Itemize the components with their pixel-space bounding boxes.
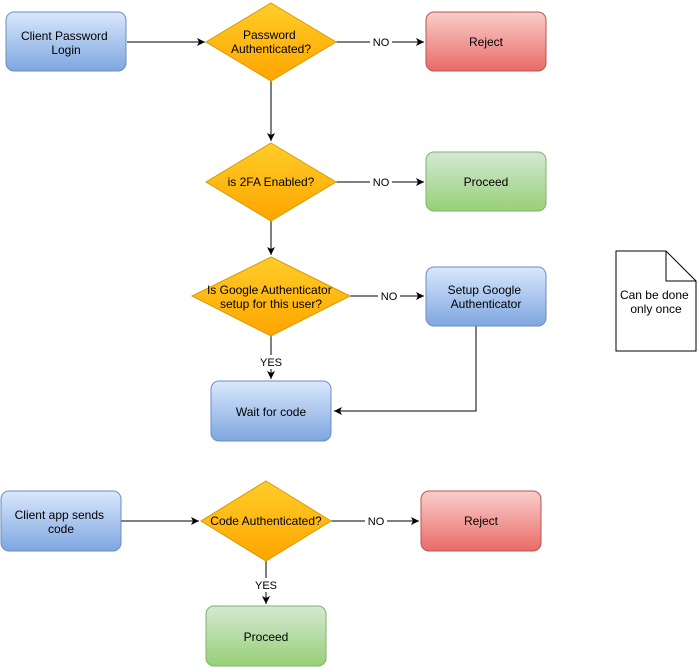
svg-text:Wait for code: Wait for code bbox=[236, 405, 307, 419]
svg-text:Is Google Authenticator: Is Google Authenticator setup for this u… bbox=[207, 283, 335, 311]
node-proceed-bottom[interactable]: Proceed bbox=[205, 605, 327, 667]
edge-labels: NO NO NO YES NO YES bbox=[252, 35, 400, 592]
svg-text:is 2FA Enabled?: is 2FA Enabled? bbox=[228, 175, 315, 189]
node-reject-top[interactable]: Reject bbox=[425, 11, 547, 72]
svg-text:Reject: Reject bbox=[464, 514, 499, 528]
node-client-app-sends-code[interactable]: Client app sends code bbox=[0, 490, 122, 552]
decision-google-auth-setup[interactable]: Is Google Authenticator setup for this u… bbox=[190, 256, 352, 337]
edge-label-no-1: NO bbox=[373, 37, 390, 49]
svg-text:Setup Google Authenticat: Setup Google Authenticator bbox=[448, 283, 525, 311]
edge-label-yes-2: YES bbox=[255, 580, 277, 592]
svg-text:Client app sends code: Client app sends code bbox=[15, 508, 108, 536]
node-client-password-login[interactable]: Client Password Login bbox=[5, 11, 127, 72]
node-proceed-top[interactable]: Proceed bbox=[425, 151, 547, 212]
decision-code-authenticated[interactable]: Code Authenticated? bbox=[200, 480, 332, 562]
svg-text:Proceed: Proceed bbox=[244, 630, 289, 644]
edge-setup-to-wait bbox=[334, 326, 477, 415]
svg-text:Proceed: Proceed bbox=[464, 175, 509, 189]
decision-password-authenticated[interactable]: Password Authenticated? bbox=[205, 2, 337, 82]
node-wait-for-code[interactable]: Wait for code bbox=[210, 380, 332, 442]
svg-text:Password Authenticated?: Password Authenticated? bbox=[231, 28, 311, 56]
edge-label-no-3: NO bbox=[381, 291, 398, 303]
edge-label-no-4: NO bbox=[368, 516, 385, 528]
svg-text:Reject: Reject bbox=[469, 35, 504, 49]
node-reject-bottom[interactable]: Reject bbox=[420, 490, 542, 552]
edge-label-no-2: NO bbox=[373, 177, 390, 189]
node-setup-google-auth[interactable]: Setup Google Authenticator bbox=[425, 266, 547, 327]
svg-text:Code Authenticated?: Code Authenticated? bbox=[210, 514, 322, 528]
decision-2fa-enabled[interactable]: is 2FA Enabled? bbox=[205, 142, 337, 222]
note-can-be-done-only-once: Can be done only once bbox=[615, 250, 697, 352]
svg-text:Client Password Login: Client Password Login bbox=[21, 29, 111, 57]
svg-text:Can be done only once: Can be done only once bbox=[620, 288, 692, 316]
edge-label-yes-1: YES bbox=[260, 357, 282, 369]
